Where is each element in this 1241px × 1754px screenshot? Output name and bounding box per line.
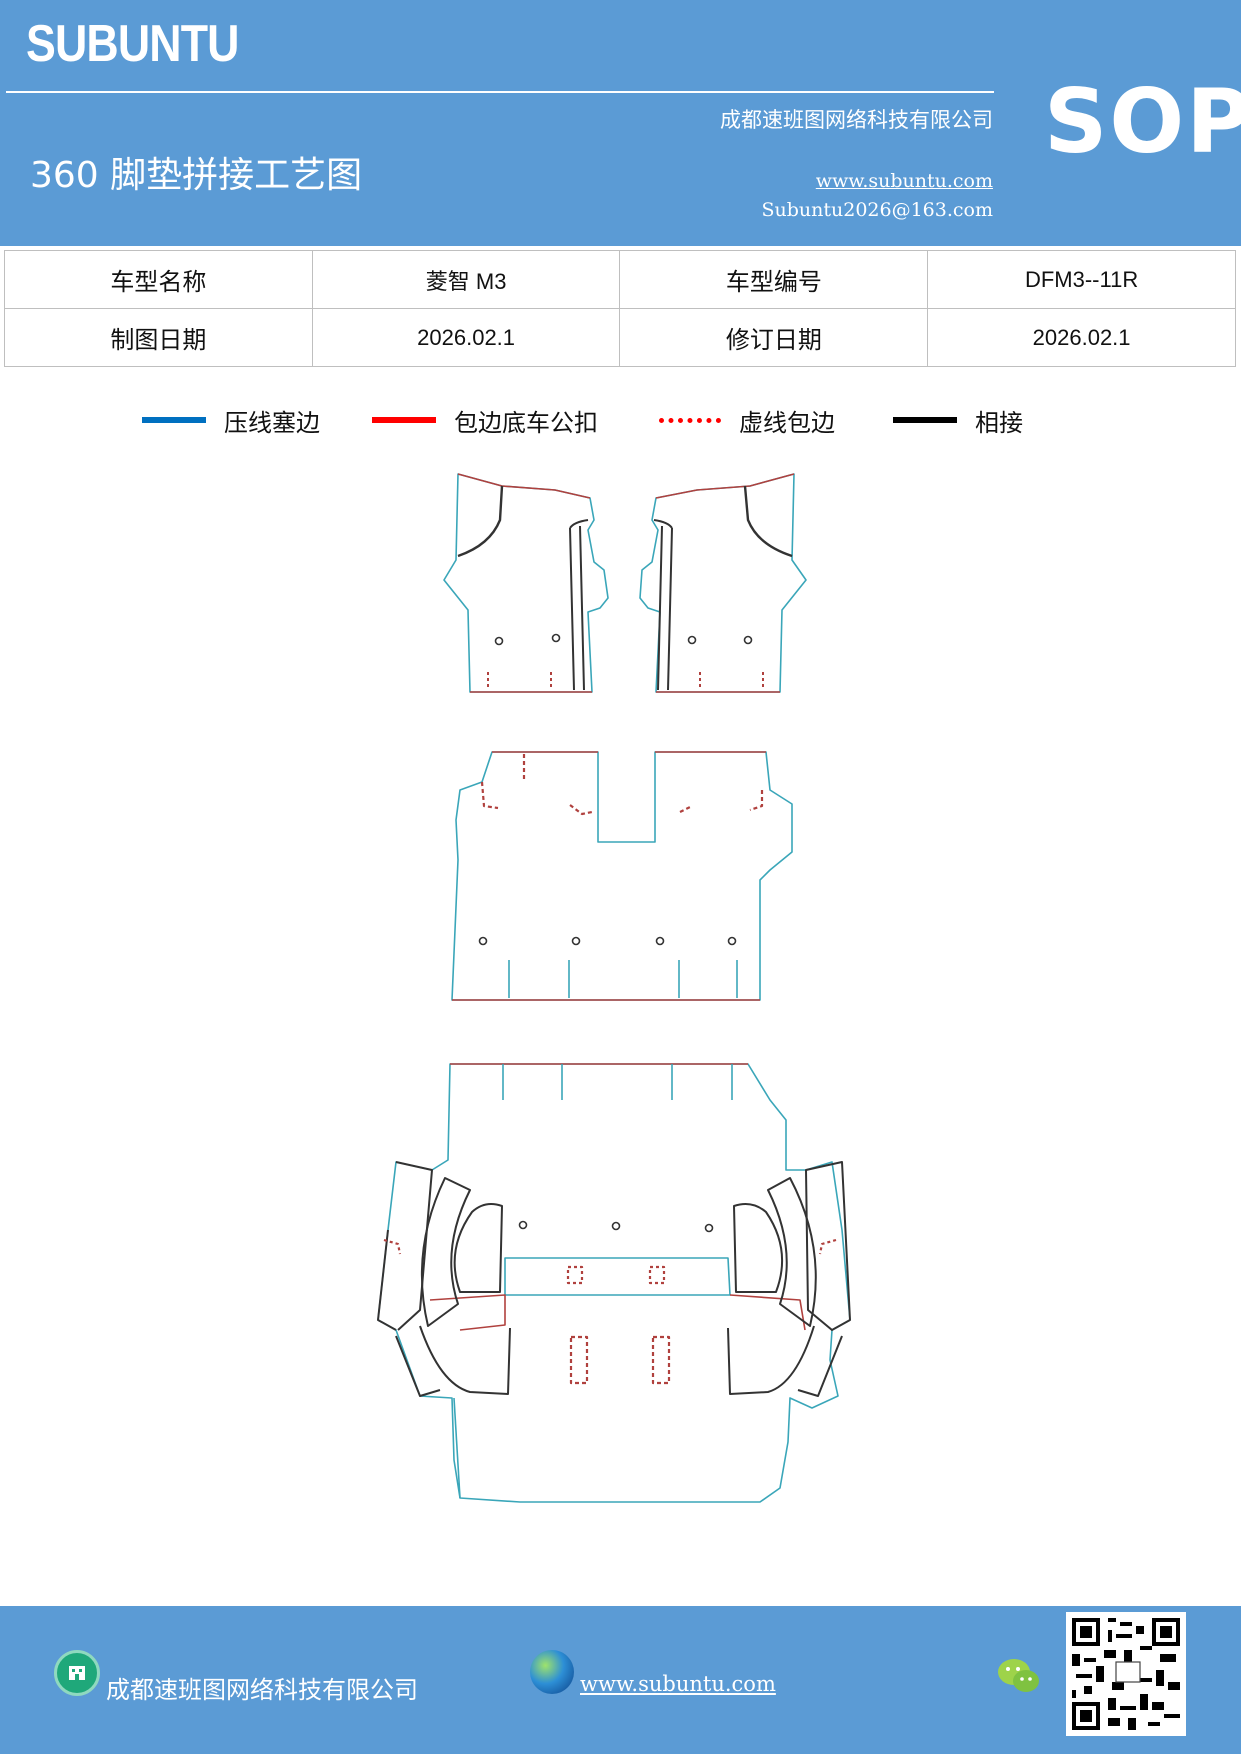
footer-banner: 成都速班图网络科技有限公司 www.subuntu.com [0, 1606, 1241, 1754]
model-code-value: DFM3--11R [927, 250, 1236, 309]
legend-item-blue: 压线塞边 [142, 400, 320, 440]
legend-label: 虚线包边 [739, 408, 835, 437]
legend-item-black: 相接 [893, 400, 1023, 440]
wechat-icon [996, 1656, 1042, 1696]
rear-mat [377, 1063, 851, 1503]
header-divider [6, 91, 994, 93]
front-left-mat [443, 473, 609, 693]
page-title: 360 脚垫拼接工艺图 [30, 155, 363, 196]
building-icon [54, 1650, 100, 1696]
website-link[interactable]: www.subuntu.com [815, 170, 993, 192]
model-name-label: 车型名称 [4, 250, 313, 309]
legend-label: 包边底车公扣 [454, 408, 598, 437]
drawing-date-value: 2026.02.1 [311, 308, 621, 367]
middle-mat [451, 751, 793, 1001]
qr-code[interactable] [1066, 1612, 1186, 1736]
email-address: Subuntu2026@163.com [761, 199, 993, 221]
globe-icon [530, 1650, 574, 1694]
brand-logo: SUBUNTU [26, 15, 239, 73]
model-name-value: 菱智 M3 [311, 250, 621, 309]
legend-swatch [893, 417, 957, 423]
legend-label: 相接 [975, 408, 1023, 437]
front-right-mat [639, 473, 807, 693]
legend-item-red: 包边底车公扣 [372, 400, 598, 440]
legend-swatch [372, 417, 436, 423]
footer-website-link[interactable]: www.subuntu.com [580, 1672, 776, 1696]
table-row: 制图日期 2026.02.1 修订日期 2026.02.1 [4, 308, 1236, 367]
legend-label: 压线塞边 [224, 408, 320, 437]
legend-item-red-dotted: 虚线包边 [659, 400, 835, 440]
drawing-date-label: 制图日期 [4, 308, 313, 367]
legend-swatch [659, 417, 721, 423]
table-row: 车型名称 菱智 M3 车型编号 DFM3--11R [4, 250, 1236, 309]
vehicle-info-table: 车型名称 菱智 M3 车型编号 DFM3--11R 制图日期 2026.02.1… [4, 250, 1236, 367]
header-banner: SUBUNTU 成都速班图网络科技有限公司 360 脚垫拼接工艺图 www.su… [0, 0, 1241, 246]
revision-date-value: 2026.02.1 [927, 308, 1236, 367]
model-code-label: 车型编号 [619, 250, 929, 309]
revision-date-label: 修订日期 [619, 308, 929, 367]
footer-company-name: 成都速班图网络科技有限公司 [106, 1676, 418, 1704]
sop-badge: SOP [1044, 70, 1241, 173]
company-name: 成都速班图网络科技有限公司 [720, 108, 993, 132]
legend-swatch [142, 417, 206, 423]
